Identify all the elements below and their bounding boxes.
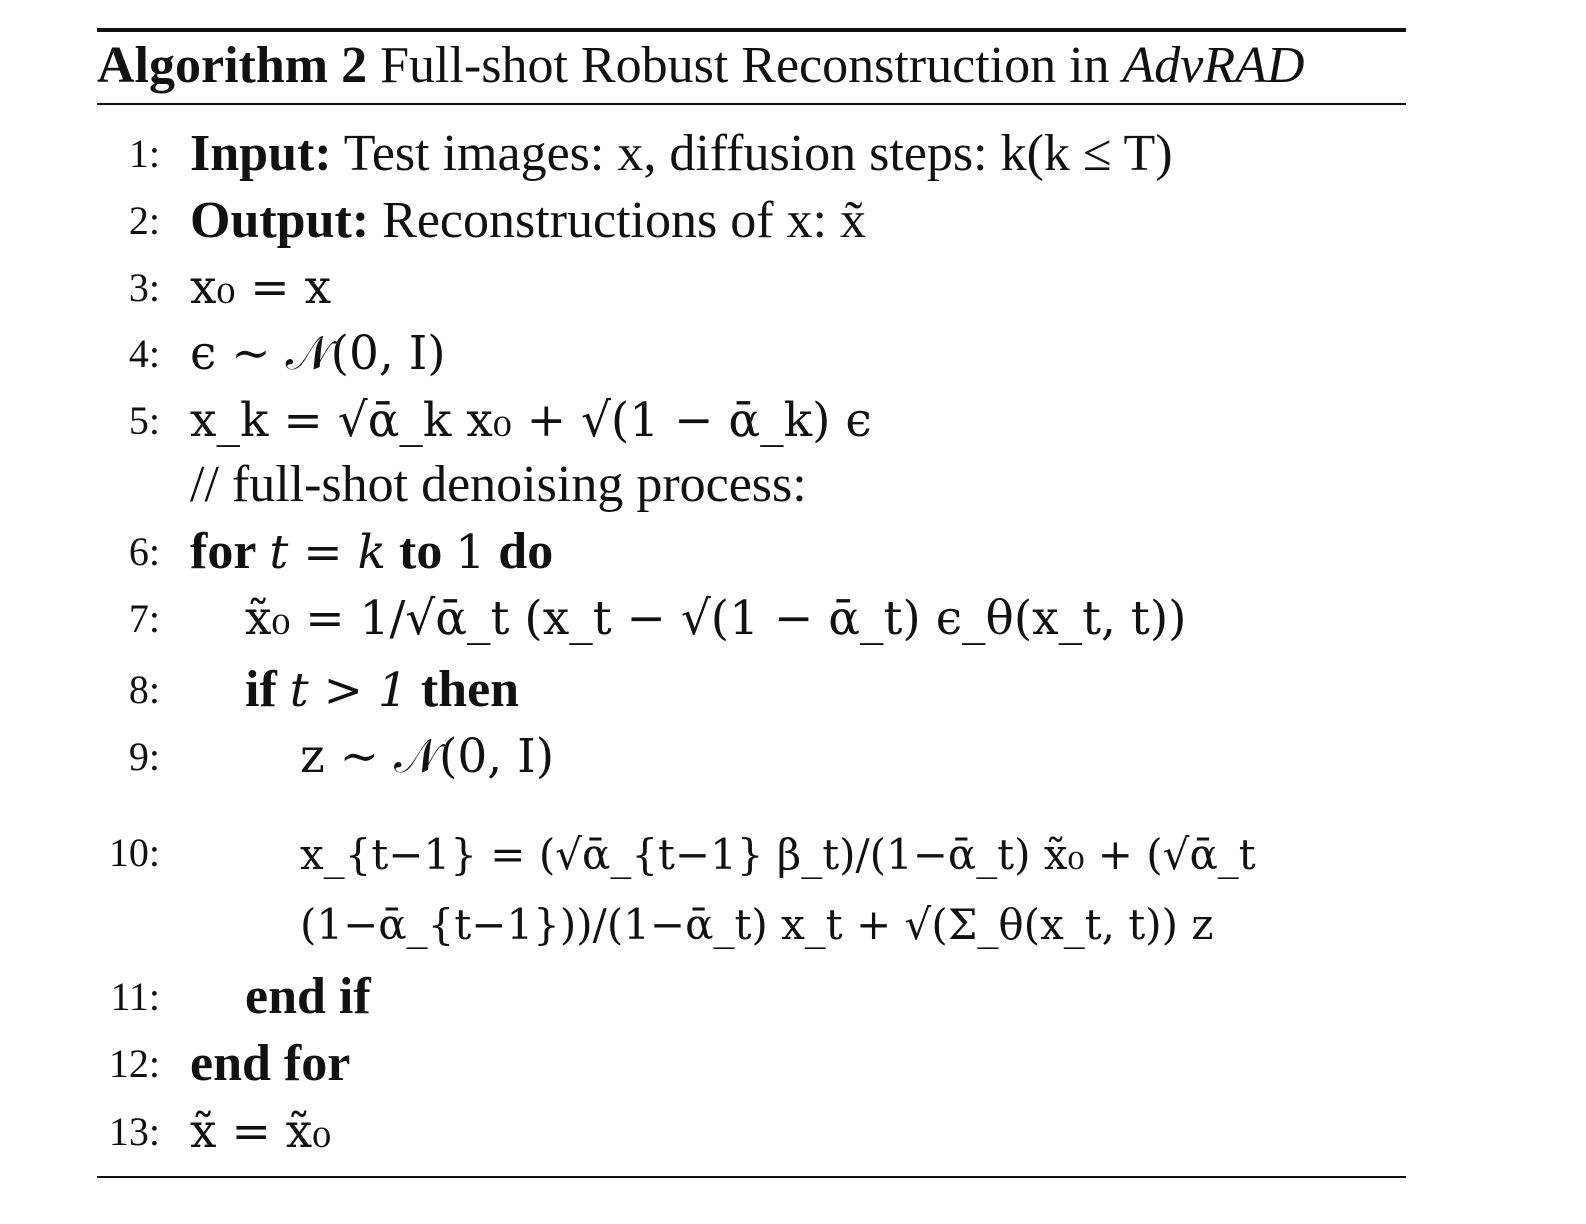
line-number: 12: [108, 1041, 160, 1086]
algorithm-title-text: Full-shot Robust Reconstruction in [380, 37, 1110, 94]
algo-line-12: 12: end for [0, 1031, 1586, 1097]
top-rule [97, 28, 1406, 32]
line-number: 1: [128, 131, 160, 176]
math-expression: z ∼ 𝒩(0, I) [300, 729, 555, 784]
bottom-rule [97, 1176, 1406, 1178]
algo-line-7: 7: x̃₀ = 1/√ᾱ_t (x_t − √(1 − ᾱ_t) ϵ_θ(x_… [0, 586, 1586, 652]
keyword-end-for: end for [190, 1035, 351, 1092]
keyword-then: then [420, 661, 520, 718]
algo-line-3: 3: x₀ = x [0, 255, 1586, 321]
math-expression: ϵ ∼ 𝒩(0, I) [190, 326, 446, 381]
math-expression: x_k = √ᾱ_k x₀ + √(1 − ᾱ_k) ϵ [190, 393, 872, 448]
algo-comment: // full-shot denoising process: [0, 452, 1586, 518]
comment-text: // full-shot denoising process: [190, 456, 807, 513]
keyword-for: for [190, 523, 257, 580]
math-expression: t > 1 [289, 663, 408, 718]
algo-line-1: 1: Input: Test images: x, diffusion step… [0, 121, 1586, 187]
algo-line-10: 10: x_{t−1} = (√ᾱ_{t−1} β_t)/(1−ᾱ_t) x̃₀… [0, 820, 1586, 960]
line-number: 6: [128, 529, 160, 574]
line-number: 11: [110, 974, 160, 1019]
algo-line-2: 2: Output: Reconstructions of x: x̃ [0, 188, 1586, 254]
algo-line-5: 5: x_k = √ᾱ_k x₀ + √(1 − ᾱ_k) ϵ [0, 388, 1586, 454]
keyword-if: if [245, 661, 277, 718]
line-number: 9: [128, 734, 160, 779]
line-text: Test images: x, diffusion steps: k(k ≤ T… [343, 125, 1173, 182]
algorithm-label: Algorithm 2 [97, 37, 368, 94]
line-number: 2: [128, 198, 160, 243]
algo-line-4: 4: ϵ ∼ 𝒩(0, I) [0, 321, 1586, 387]
algo-line-8: 8: if t > 1 then [0, 657, 1586, 723]
math-expression: x̃₀ = 1/√ᾱ_t (x_t − √(1 − ᾱ_t) ϵ_θ(x_t, … [245, 591, 1187, 646]
keyword-to: to [399, 523, 443, 580]
keyword-input: Input: [190, 125, 332, 182]
loop-end-value: 1 [455, 525, 486, 580]
math-expression: x̃ = x̃₀ [190, 1104, 332, 1159]
keyword-do: do [498, 523, 554, 580]
keyword-end-if: end if [245, 968, 371, 1025]
algo-line-13: 13: x̃ = x̃₀ [0, 1099, 1586, 1165]
line-number: 7: [128, 596, 160, 641]
keyword-output: Output: [190, 192, 370, 249]
line-number: 5: [128, 398, 160, 443]
algo-line-11: 11: end if [0, 964, 1586, 1030]
math-expression: x_{t−1} = (√ᾱ_{t−1} β_t)/(1−ᾱ_t) x̃₀ + (… [300, 830, 1256, 949]
line-number: 3: [128, 265, 160, 310]
algo-line-9: 9: z ∼ 𝒩(0, I) [0, 724, 1586, 790]
math-expression: x₀ = x [190, 260, 332, 315]
math-expression: t = k [269, 525, 387, 580]
line-number: 10: [108, 830, 160, 875]
line-number: 8: [128, 667, 160, 712]
algo-line-6: 6: for t = k to 1 do [0, 519, 1586, 585]
line-number: 13: [108, 1109, 160, 1154]
line-number: 4: [128, 331, 160, 376]
algorithm-name: AdvRAD [1122, 37, 1305, 94]
line-text: Reconstructions of x: x̃ [382, 192, 866, 249]
algorithm-title: Algorithm 2 Full-shot Robust Reconstruct… [97, 34, 1304, 98]
title-rule [97, 103, 1406, 105]
